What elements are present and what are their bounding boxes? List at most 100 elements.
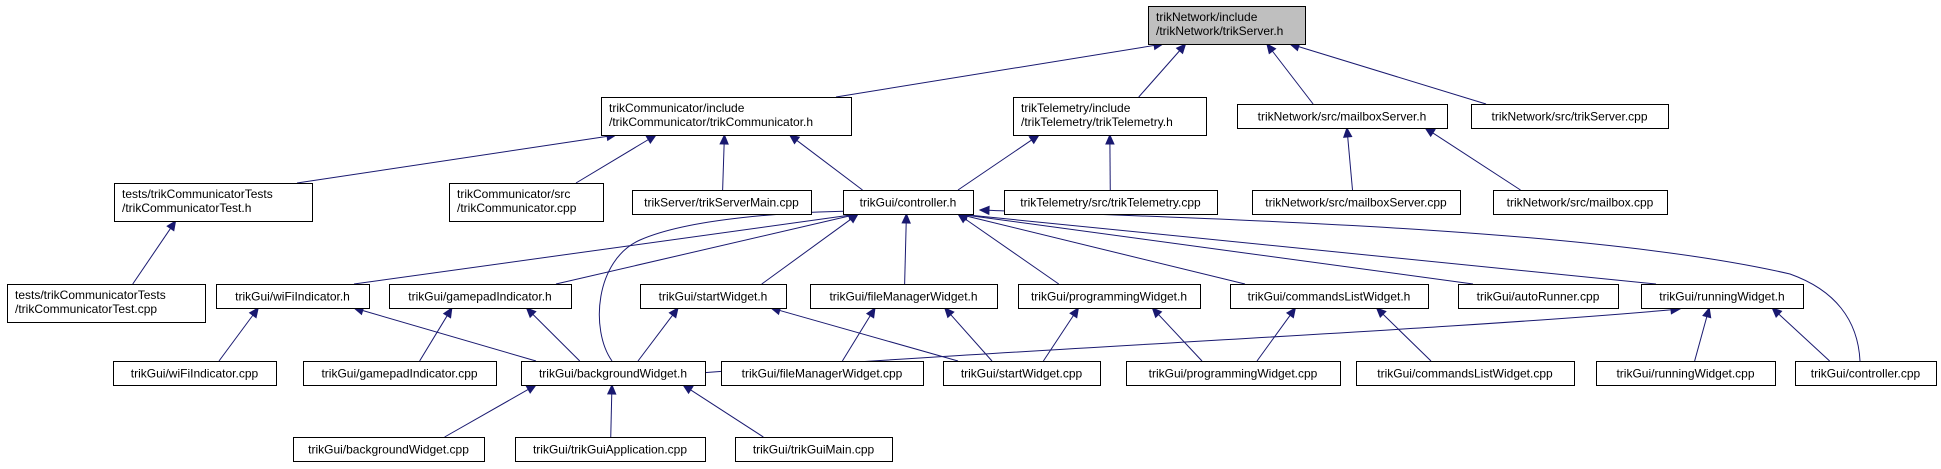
- node-label: trikGui/fileManagerWidget.h: [829, 290, 977, 304]
- node-box: [735, 437, 893, 462]
- node-comm-cpp[interactable]: trikCommunicator/src/trikCommunicator.cp…: [449, 183, 604, 222]
- arrowhead: [901, 212, 911, 224]
- node-gamepad-h[interactable]: trikGui/gamepadIndicator.h: [389, 284, 572, 309]
- arrowhead: [1105, 133, 1115, 145]
- edge-curve: [979, 209, 1861, 362]
- dependency-edge: [1151, 307, 1203, 362]
- node-label: trikGui/gamepadIndicator.h: [408, 290, 551, 304]
- node-filemgr-cpp[interactable]: trikGui/fileManagerWidget.cpp: [721, 361, 924, 386]
- node-comm-h[interactable]: trikCommunicator/include/trikCommunicato…: [601, 97, 852, 136]
- node-label: trikGui/startWidget.cpp: [961, 367, 1083, 381]
- node-box: [293, 437, 485, 462]
- node-guimain-cpp[interactable]: trikGui/trikGuiMain.cpp: [735, 437, 893, 462]
- node-label: trikNetwork/src/mailbox.cpp: [1507, 196, 1654, 210]
- node-box: [389, 284, 572, 309]
- edge-line: [950, 314, 993, 362]
- arrowhead: [865, 306, 876, 319]
- edge-line: [1694, 316, 1708, 362]
- node-box: [721, 361, 924, 386]
- edge-line: [575, 139, 649, 184]
- node-start-h[interactable]: trikGui/startWidget.h: [640, 284, 787, 309]
- node-label: trikTelemetry/include: [1021, 101, 1131, 115]
- node-bg-cpp[interactable]: trikGui/backgroundWidget.cpp: [293, 437, 485, 462]
- node-box: [7, 284, 206, 323]
- arrowhead: [668, 307, 679, 319]
- edge-line: [761, 218, 852, 285]
- dependency-edge: [943, 307, 993, 362]
- arrowhead: [442, 306, 453, 319]
- dependency-edge: [788, 134, 863, 191]
- node-wifi-cpp[interactable]: trikGui/wiFiIndicator.cpp: [113, 361, 277, 386]
- arrowhead: [606, 383, 617, 395]
- dependency-edge: [218, 307, 259, 362]
- node-label: /trikCommunicatorTest.h: [122, 201, 251, 215]
- node-box: [810, 284, 998, 309]
- node-box: [113, 361, 277, 386]
- node-box: [1356, 361, 1575, 386]
- dependency-edge: [841, 306, 876, 362]
- dependency-edge: [132, 219, 177, 285]
- node-box: [1641, 284, 1804, 309]
- node-prog-h[interactable]: trikGui/programmingWidget.h: [1018, 284, 1201, 309]
- node-box: [1126, 361, 1341, 386]
- node-label: trikGui/controller.h: [860, 196, 957, 210]
- node-start-cpp[interactable]: trikGui/startWidget.cpp: [943, 361, 1101, 386]
- edge-line: [1138, 50, 1180, 98]
- node-bg-h[interactable]: trikGui/backgroundWidget.h: [521, 361, 706, 386]
- node-box: [449, 183, 604, 222]
- edge-line: [957, 139, 1032, 191]
- edge-line: [966, 214, 1657, 285]
- node-controller-cpp[interactable]: trikGui/controller.cpp: [1795, 361, 1937, 386]
- edge-line: [555, 215, 850, 285]
- edge-line: [444, 389, 529, 438]
- node-cmdlist-h[interactable]: trikGui/commandsListWidget.h: [1230, 284, 1429, 309]
- node-box: [1148, 6, 1306, 45]
- node-label: trikCommunicator/include: [609, 101, 745, 115]
- node-wifi-h[interactable]: trikGui/wiFiIndicator.h: [216, 284, 370, 309]
- node-label: trikGui/autoRunner.cpp: [1477, 290, 1600, 304]
- node-cmdlist-cpp[interactable]: trikGui/commandsListWidget.cpp: [1356, 361, 1575, 386]
- node-mailboxserver-cpp[interactable]: trikNetwork/src/mailboxServer.cpp: [1252, 190, 1461, 215]
- edge-line: [966, 215, 1246, 285]
- node-label: trikGui/backgroundWidget.cpp: [308, 443, 469, 457]
- node-label: tests/trikCommunicatorTests: [122, 187, 273, 201]
- node-server-cpp[interactable]: trikNetwork/src/trikServer.cpp: [1471, 104, 1669, 129]
- node-box: [601, 97, 852, 136]
- edge-line: [419, 315, 448, 362]
- node-controller-h[interactable]: trikGui/controller.h: [843, 190, 974, 215]
- edge-line: [841, 315, 871, 362]
- arrowhead: [1285, 307, 1297, 319]
- node-running-cpp[interactable]: trikGui/runningWidget.cpp: [1596, 361, 1776, 386]
- node-label: trikGui/trikGuiMain.cpp: [753, 443, 875, 457]
- node-box: [1018, 284, 1201, 309]
- node-servermain-cpp[interactable]: trikServer/trikServerMain.cpp: [632, 190, 812, 215]
- node-mailbox-h[interactable]: trikNetwork/src/mailboxServer.h: [1237, 104, 1448, 129]
- node-mailbox-cpp[interactable]: trikNetwork/src/mailbox.cpp: [1493, 190, 1668, 215]
- edge-line: [966, 214, 1474, 285]
- node-gamepad-cpp[interactable]: trikGui/gamepadIndicator.cpp: [303, 361, 497, 386]
- node-telem-cpp[interactable]: trikTelemetry/src/trikTelemetry.cpp: [1004, 190, 1218, 215]
- node-running-h[interactable]: trikGui/runningWidget.h: [1641, 284, 1804, 309]
- node-test-cpp[interactable]: tests/trikCommunicatorTests/trikCommunic…: [7, 284, 206, 323]
- node-guiapp-cpp[interactable]: trikGui/trikGuiApplication.cpp: [515, 437, 706, 462]
- node-label: /trikCommunicator.cpp: [457, 201, 577, 215]
- edge-line: [1298, 46, 1487, 105]
- node-test-h[interactable]: tests/trikCommunicatorTests/trikCommunic…: [114, 183, 313, 222]
- node-telem-h[interactable]: trikTelemetry/include/trikTelemetry/trik…: [1013, 97, 1207, 136]
- edge-line: [1042, 315, 1074, 362]
- node-label: trikTelemetry/src/trikTelemetry.cpp: [1020, 196, 1201, 210]
- arrowhead: [525, 307, 537, 319]
- node-box: [1795, 361, 1937, 386]
- node-root[interactable]: trikNetwork/include/trikNetwork/trikServ…: [1148, 6, 1306, 45]
- node-prog-cpp[interactable]: trikGui/programmingWidget.cpp: [1126, 361, 1341, 386]
- dependency-edge: [637, 307, 679, 362]
- arrowhead: [847, 213, 859, 224]
- arrowhead: [1069, 306, 1080, 319]
- node-box: [1596, 361, 1776, 386]
- node-box: [640, 284, 787, 309]
- node-autorunner-cpp[interactable]: trikGui/autoRunner.cpp: [1458, 284, 1619, 309]
- node-filemgr-h[interactable]: trikGui/fileManagerWidget.h: [810, 284, 998, 309]
- edge-line: [904, 222, 907, 285]
- node-label: trikNetwork/include: [1156, 10, 1258, 24]
